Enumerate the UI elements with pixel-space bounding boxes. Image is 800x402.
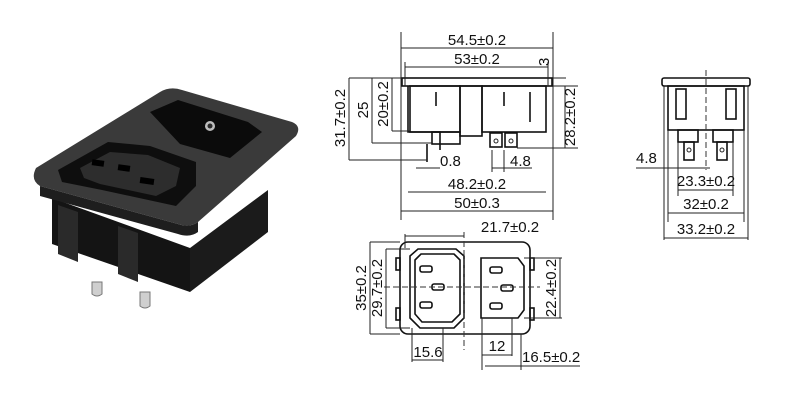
dim-c13-offset: 21.7±0.2 bbox=[481, 219, 539, 236]
product-photo bbox=[33, 88, 299, 309]
dim-overall-width: 54.5±0.2 bbox=[448, 32, 506, 49]
dim-c13-width: 15.6 bbox=[413, 344, 442, 361]
dim-c14-offset: 16.5±0.2 bbox=[522, 349, 580, 366]
dim-end-tab-span: 23.3±0.2 bbox=[677, 173, 735, 190]
dim-body-width: 53±0.2 bbox=[454, 51, 500, 68]
dim-height-25: 25 bbox=[355, 102, 372, 119]
dim-body-depth: 20±0.2 bbox=[375, 81, 392, 127]
front-view: 21.7±0.2 35±0.2 29.7±0.2 22.4±0.2 15.6 1… bbox=[353, 219, 580, 370]
dim-right-height: 28.2±0.2 bbox=[562, 88, 579, 146]
dim-tab-width: 4.8 bbox=[510, 153, 531, 170]
dim-c14-width: 12 bbox=[489, 338, 506, 355]
end-view: 4.8 23.3±0.2 32±0.2 33.2±0.2 bbox=[636, 70, 751, 240]
dim-c13-height: 29.7±0.2 bbox=[369, 259, 386, 317]
dim-end-tab-width: 4.8 bbox=[636, 150, 657, 167]
side-view: 54.5±0.2 53±0.2 3 31.7±0.2 25 20±0.2 28.… bbox=[332, 32, 579, 220]
dim-end-cutout-height: 32±0.2 bbox=[683, 196, 729, 213]
dim-front-flange-height: 35±0.2 bbox=[353, 265, 370, 311]
dim-c14-height: 22.4±0.2 bbox=[543, 259, 560, 317]
dim-flange-thickness: 3 bbox=[536, 58, 553, 66]
dim-tab-span: 48.2±0.2 bbox=[448, 176, 506, 193]
dim-cutout-width: 50±0.3 bbox=[454, 195, 500, 212]
dim-end-flange-height: 33.2±0.2 bbox=[677, 221, 735, 238]
dim-total-height: 31.7±0.2 bbox=[332, 89, 349, 147]
dim-pin-thickness: 0.8 bbox=[440, 153, 461, 170]
